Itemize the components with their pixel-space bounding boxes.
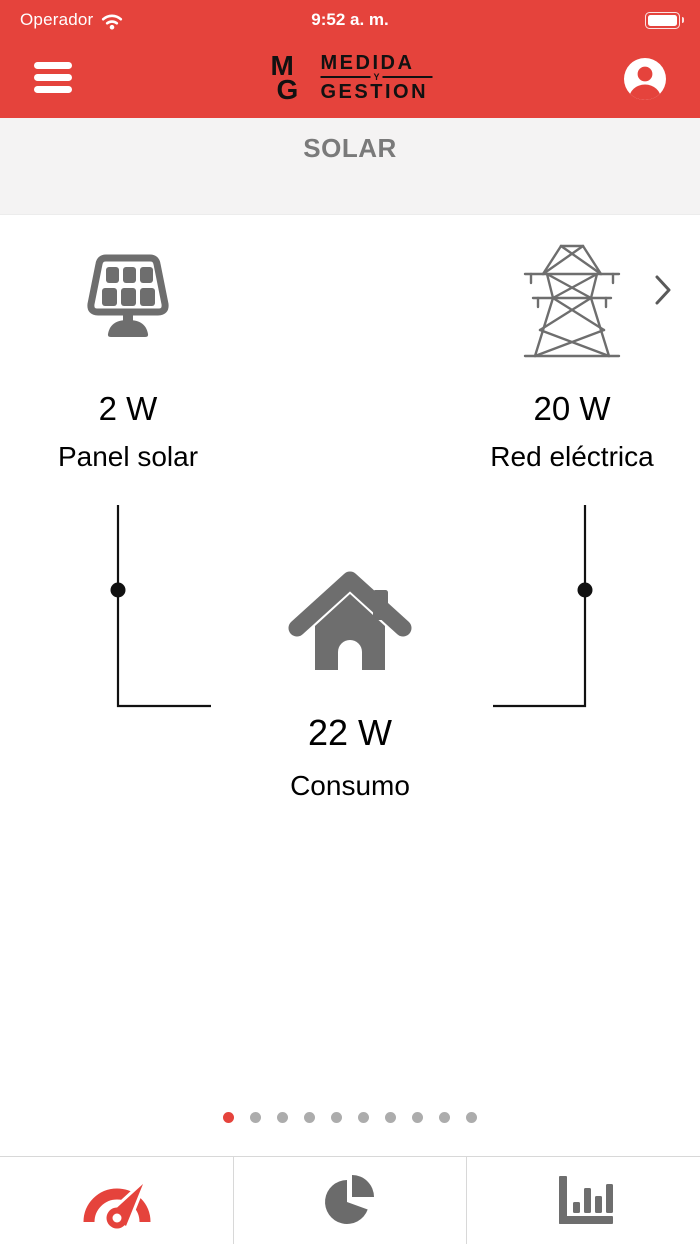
pie-chart-icon [325, 1174, 374, 1224]
page-dot[interactable] [223, 1112, 234, 1123]
menu-bar [34, 85, 72, 93]
logo-divider: Y [320, 71, 433, 82]
page-dot[interactable] [358, 1112, 369, 1123]
battery-icon [645, 11, 684, 29]
logo-word-middle: Y [373, 71, 380, 82]
gauge-icon [83, 1180, 151, 1229]
app-header: Operador 9:52 a. m. M G [0, 0, 700, 118]
logo-word-top: MEDIDA [320, 51, 415, 74]
page-dot[interactable] [304, 1112, 315, 1123]
tab-charts[interactable] [232, 1157, 467, 1244]
consumption-label: Consumo [290, 770, 410, 801]
chevron-right-icon[interactable] [654, 274, 672, 306]
menu-bar [34, 61, 72, 69]
svg-text:M: M [271, 51, 294, 81]
brand-logo: M G MEDIDA Y GESTION [268, 51, 433, 103]
svg-text:G: G [277, 74, 299, 103]
page-dot[interactable] [250, 1112, 261, 1123]
section-header: SOLAR [0, 118, 700, 305]
logo-word-bottom: GESTION [320, 80, 429, 103]
consumption-value: 22 W [307, 712, 393, 753]
profile-button[interactable] [624, 58, 666, 101]
page-dot[interactable] [331, 1112, 342, 1123]
page-dot[interactable] [412, 1112, 423, 1123]
grid-label: Red eléctrica [490, 441, 654, 472]
tab-dashboard[interactable] [0, 1157, 233, 1244]
solar-panel-icon [87, 254, 169, 337]
page-dot[interactable] [439, 1112, 450, 1123]
page-dots [0, 1112, 700, 1123]
section-title: SOLAR [303, 133, 397, 163]
logo-monogram-icon: M G [271, 51, 299, 103]
status-bar: Operador 9:52 a. m. [0, 0, 700, 36]
clock-label: 9:52 a. m. [311, 10, 389, 29]
bar-chart-icon [558, 1175, 613, 1224]
solar-panel-label: Panel solar [57, 441, 199, 472]
logo-text: MEDIDA Y GESTION [320, 51, 433, 103]
tab-statistics[interactable] [466, 1157, 700, 1244]
profile-icon [624, 58, 666, 101]
page-dot[interactable] [277, 1112, 288, 1123]
power-tower-icon [523, 244, 621, 358]
solar-panel-value: 2 W [98, 390, 158, 427]
page-dot[interactable] [466, 1112, 477, 1123]
page-dot[interactable] [385, 1112, 396, 1123]
house-icon [288, 571, 412, 670]
wire-node-dot [577, 582, 593, 598]
nav-bar: M G MEDIDA Y GESTION [0, 36, 700, 118]
grid-value: 20 W [533, 390, 611, 427]
bottom-tab-bar [0, 1156, 700, 1244]
hamburger-menu-button[interactable] [34, 56, 72, 98]
wifi-icon [102, 14, 123, 30]
carrier-label: Operador [20, 10, 94, 29]
menu-bar [34, 73, 72, 81]
wire-node-dot [110, 582, 126, 598]
